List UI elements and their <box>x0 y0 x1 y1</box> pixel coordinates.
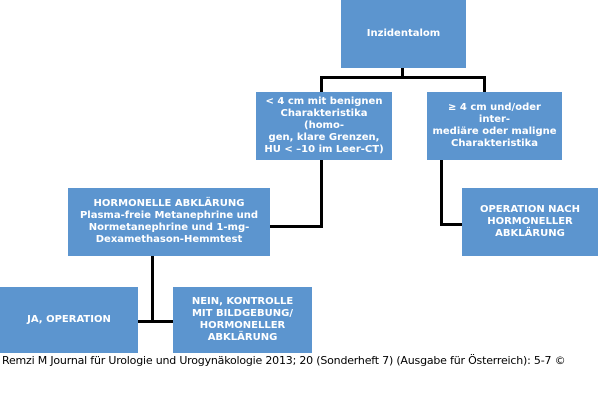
node-benign-line-4: HU < –10 im Leer-CT) <box>264 144 384 155</box>
node-hormonal-line-2: Plasma-freie Metanephrine und <box>79 210 259 221</box>
connector-root-stem <box>401 68 404 79</box>
node-no-control-line-2: MIT BILDGEBUNG/ <box>191 308 293 319</box>
node-yes-operation-label: JA, OPERATION <box>27 314 111 325</box>
node-malign-line-1: ≥ 4 cm und/oder inter- <box>448 102 541 125</box>
node-benign-line-2: Charakteristika (homo- <box>280 108 368 131</box>
connector-hormonal-horizontal <box>138 320 173 323</box>
node-operation-after-line-1: OPERATION NACH <box>479 204 581 215</box>
node-inzidentalom-label: Inzidentalom <box>366 28 441 39</box>
node-no-control-line-3: HORMONELLER <box>199 320 286 331</box>
node-no-control-line-4: ABKLÄRUNG <box>207 332 278 343</box>
connector-malign-down <box>440 160 443 226</box>
node-hormonal-clarification: HORMONELLE ABKLÄRUNG Plasma-freie Metane… <box>68 188 270 256</box>
node-hormonal-line-3: Normetanephrine und 1-mg- <box>88 222 250 233</box>
connector-to-benign <box>320 76 323 92</box>
node-benign: < 4 cm mit benignen Charakteristika (hom… <box>256 92 392 160</box>
node-malign-line-3: Charakteristika <box>450 138 539 149</box>
connector-benign-to-hormonal <box>270 225 323 228</box>
node-no-control-line-1: NEIN, KONTROLLE <box>191 296 294 307</box>
connector-root-horizontal <box>320 76 486 79</box>
node-operation-after-line-3: ABKLÄRUNG <box>495 228 565 239</box>
node-benign-line-3: gen, klare Grenzen, <box>268 132 380 143</box>
node-hormonal-title: HORMONELLE ABKLÄRUNG <box>93 198 245 209</box>
source-caption: Remzi M Journal für Urologie und Urogynä… <box>2 354 566 367</box>
node-inzidentalom: Inzidentalom <box>341 0 466 68</box>
node-benign-line-1: < 4 cm mit benignen <box>265 96 383 107</box>
node-operation-after-line-2: HORMONELLER <box>487 216 573 227</box>
connector-to-malign <box>483 76 486 92</box>
node-malign: ≥ 4 cm und/oder inter- mediäre oder mali… <box>427 92 562 160</box>
connector-benign-down <box>320 160 323 228</box>
connector-hormonal-down <box>151 256 154 323</box>
node-yes-operation: JA, OPERATION <box>0 287 138 353</box>
node-malign-line-2: mediäre oder maligne <box>432 126 557 137</box>
node-operation-after: OPERATION NACH HORMONELLER ABKLÄRUNG <box>462 188 598 256</box>
node-no-control: NEIN, KONTROLLE MIT BILDGEBUNG/ HORMONEL… <box>173 287 312 353</box>
node-hormonal-line-4: Dexamethason-Hemmtest <box>95 234 243 245</box>
connector-malign-to-op <box>440 223 462 226</box>
